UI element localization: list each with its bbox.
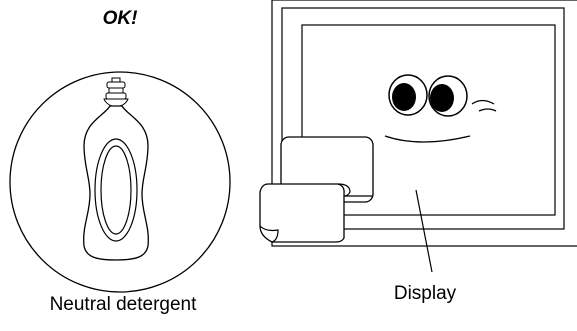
cloth-front-fold bbox=[260, 184, 344, 242]
face-right-cheek bbox=[472, 101, 494, 105]
face-right-pupil bbox=[430, 84, 454, 112]
bottle-cap-lower bbox=[106, 93, 126, 99]
face-left-pupil bbox=[392, 83, 416, 111]
detergent-bottle-icon bbox=[84, 78, 149, 260]
face-mouth bbox=[385, 136, 470, 142]
display-leader-line bbox=[416, 190, 432, 272]
bottle-cap-band bbox=[109, 88, 123, 93]
ok-label: OK! bbox=[70, 8, 170, 30]
bottle-cap-upper bbox=[107, 82, 125, 88]
smiling-face-icon bbox=[385, 75, 496, 142]
bottle-collar bbox=[104, 99, 128, 106]
cleaning-cloth-icon bbox=[260, 137, 373, 242]
display-label: Display bbox=[370, 283, 480, 305]
bottle-cap-top bbox=[112, 78, 120, 82]
face-right-cheek-line bbox=[479, 109, 496, 111]
neutral-detergent-label: Neutral detergent bbox=[18, 294, 228, 316]
bottle-body bbox=[84, 106, 149, 260]
